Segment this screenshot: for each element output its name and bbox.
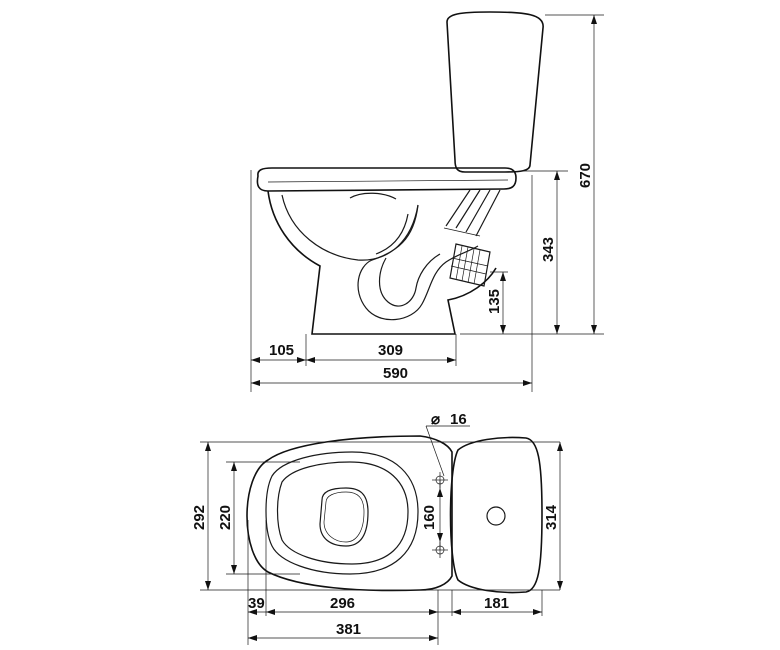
- cistern-side: [446, 11, 544, 173]
- dim-total-length: 590: [383, 365, 408, 382]
- dim-total-height: 670: [577, 163, 594, 188]
- dim-tank-depth: 181: [484, 595, 509, 612]
- bowl-body-side: [267, 190, 497, 335]
- dim-bowl-length: 296: [330, 595, 355, 612]
- dim-bolt-spacing: 160: [421, 505, 438, 530]
- dim-outer-width: 292: [191, 505, 208, 530]
- dim-seat-height: 343: [540, 237, 557, 262]
- dim-overall-depth: 381: [336, 621, 361, 638]
- seat-side: [256, 167, 517, 192]
- flush-button-top: [486, 506, 506, 526]
- dim-bowl-width: 220: [217, 505, 234, 530]
- trapway-side: [357, 204, 479, 321]
- dim-tank-width: 314: [543, 504, 560, 530]
- bowl-outline-top: [246, 435, 453, 592]
- dim-hole-diameter: 16: [450, 411, 467, 428]
- tank-top: [449, 436, 543, 594]
- dim-front-offset: 39: [248, 595, 265, 612]
- dim-outlet-height: 135: [486, 289, 503, 314]
- top-view: ⌀ 16: [191, 411, 563, 645]
- dim-front-overhang: 105: [269, 342, 294, 359]
- side-view: 105 309 590 343 670 135: [250, 11, 604, 392]
- dim-base-length: 309: [378, 342, 403, 359]
- seat-top: [265, 451, 419, 575]
- bowl-opening-top: [319, 487, 369, 547]
- diameter-symbol: ⌀: [431, 411, 440, 428]
- outlet-side: [449, 243, 491, 287]
